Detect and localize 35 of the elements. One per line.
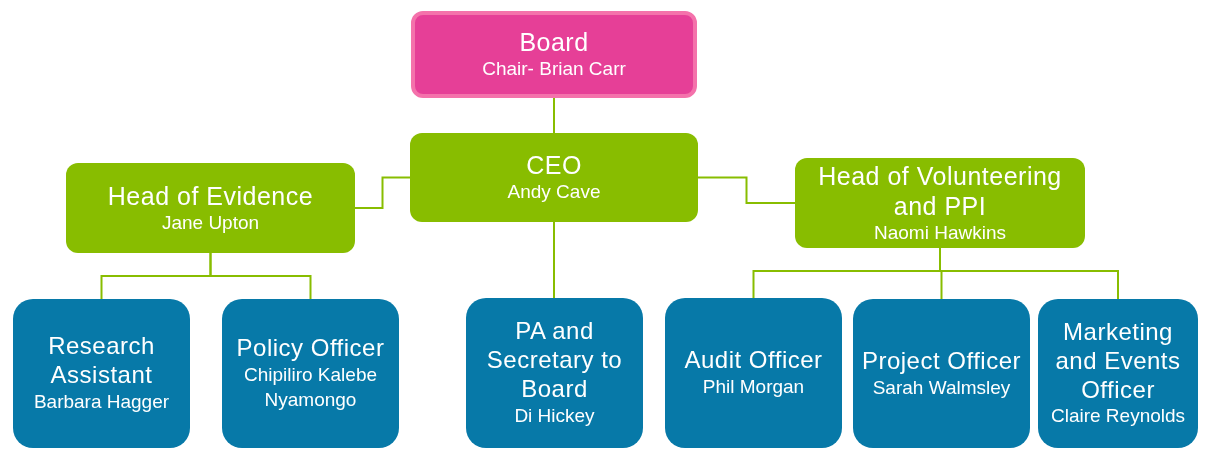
connector-line [697, 176, 796, 204]
role-title: Board [519, 27, 589, 58]
staff-box [1038, 299, 1198, 448]
person-name: Sarah Walmsley [872, 375, 1011, 400]
staff-box [665, 298, 842, 448]
staff-box [466, 298, 643, 448]
role-box [410, 133, 698, 222]
connector-line [354, 176, 411, 209]
person-name: Andy Cave [507, 180, 601, 205]
role-title: Audit Officer [684, 346, 823, 376]
staff-box [222, 299, 399, 448]
person-name: Naomi Hawkins [874, 220, 1006, 245]
person-name: Chipiliro Kalebe Nyamongo [242, 363, 379, 412]
role-title: Marketing and Events Officer [1054, 317, 1182, 405]
person-name: Jane Upton [161, 210, 260, 235]
role-title: Head of Volunteering and PPI [817, 160, 1063, 221]
role-title: CEO [526, 150, 582, 181]
role-title: Head of Evidence [107, 180, 314, 211]
role-title: Project Officer [861, 346, 1022, 376]
person-name: Phil Morgan [702, 375, 805, 400]
role-title: Research Assistant [47, 332, 156, 390]
connector-line [553, 97, 555, 134]
person-name: Barbara Hagger [33, 389, 170, 414]
role-title: Policy Officer [236, 334, 385, 364]
person-name: Chair- Brian Carr [482, 57, 626, 82]
role-title: PA and Secretary to Board [485, 317, 624, 404]
role-box [411, 11, 697, 98]
connector-line [209, 252, 312, 300]
person-name: Di Hickey [514, 403, 595, 428]
role-box [795, 158, 1085, 248]
connector-line [553, 221, 555, 299]
person-name: Claire Reynolds [1050, 404, 1186, 429]
role-box [66, 163, 355, 253]
staff-box [853, 299, 1030, 448]
staff-box [13, 299, 190, 448]
